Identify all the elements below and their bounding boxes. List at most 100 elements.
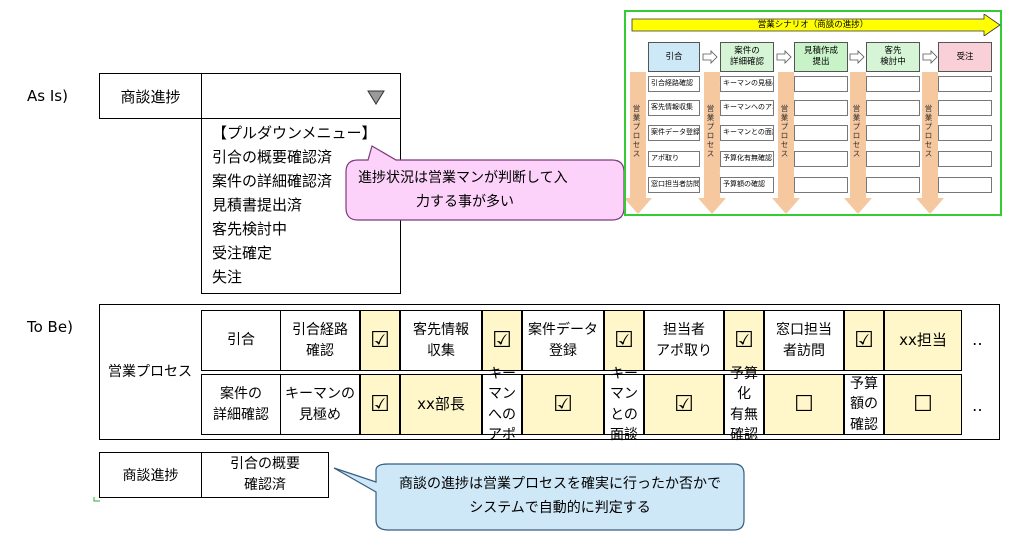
scenario-empty-item (866, 76, 920, 92)
tobe-callout-line2: システムで自動的に判定する (469, 500, 651, 516)
scenario-item: 予算額の確認 (720, 177, 774, 193)
checked-box-icon[interactable]: ☑ (360, 310, 400, 371)
menu-item-shitchu[interactable]: 失注 (212, 268, 243, 286)
process-task-cell: 担当者アポ取り (644, 310, 724, 371)
cell-line1: キーマン (488, 365, 516, 403)
cell-line1: 担当者 (663, 322, 705, 339)
cell-line2: 確認 (850, 416, 878, 433)
status-value-line2: 確認済 (244, 477, 286, 493)
tobe-process-label: 営業プロセス (108, 364, 192, 380)
process-task-cell: キーマンの見極め (280, 374, 360, 435)
menu-item-mitsumori[interactable]: 見積書提出済 (212, 196, 303, 214)
cell-line2: 見極め (299, 406, 341, 423)
cell-line2: 登録 (549, 342, 577, 359)
scenario-stage-shosai: 案件の詳細確認 (720, 42, 774, 72)
dropdown-label-cell: 商談進捗 (99, 73, 202, 119)
process-stage-cell: 案件の詳細確認 (201, 374, 281, 435)
process-stage-cell: 引合 (201, 310, 281, 371)
cell-line2: 有無確認 (730, 406, 758, 443)
scenario-item: 引合経路確認 (648, 76, 700, 92)
green-corner-mark-icon (93, 497, 100, 502)
cell-line1: 窓口担当 (776, 322, 832, 339)
scenario-stage-hikiai: 引合 (648, 42, 700, 72)
scenario-process-label: 営業プロセス (780, 104, 789, 158)
scenario-process-arrows (626, 72, 997, 214)
scenario-stage-mitsumori: 見積作成提出 (794, 42, 848, 72)
menu-item-gaiyo[interactable]: 引合の概要確認済 (212, 148, 333, 166)
process-task-cell: キーマンとの面談 (604, 366, 644, 443)
checked-box-icon[interactable]: ☑ (724, 310, 764, 371)
scenario-item: 客先情報収集 (648, 100, 700, 116)
checked-box-icon[interactable]: ☑ (482, 310, 522, 371)
cell-line1: 予算額の (850, 376, 878, 413)
row1-ellipsis: ‥ (972, 330, 984, 349)
tobe-label: To Be) (27, 318, 73, 336)
asis-callout-text: 進捗状況は営業マンが判断して入 力する事が多い (350, 166, 620, 214)
tobe-row-hikiai: 引合引合経路確認☑客先情報収集☑案件データ登録☑担当者アポ取り☑窓口担当者訪問☑… (201, 310, 963, 371)
unchecked-box-icon[interactable]: ☐ (884, 374, 962, 435)
scenario-empty-item (938, 125, 992, 141)
scenario-item: キーマンとの面談 (720, 125, 774, 141)
scenario-empty-item (938, 177, 992, 193)
scenario-empty-item (794, 151, 848, 167)
process-task-cell: 客先情報収集 (400, 310, 482, 371)
sales-scenario-image: 営業シナリオ（商談の進捗） 引合 案件の詳細確認 見積作成提出 客先検討中 受注 (624, 10, 1002, 216)
progress-dropdown[interactable] (201, 73, 401, 119)
process-task-cell: 予算額の確認 (844, 374, 884, 435)
scenario-item: キーマンの見極め (720, 76, 774, 92)
scenario-empty-item (866, 125, 920, 141)
checked-box-icon[interactable]: ☑ (604, 310, 644, 371)
cell-line1: xx部長 (417, 394, 465, 413)
scenario-empty-item (794, 177, 848, 193)
scenario-title: 営業シナリオ（商談の進捗） (757, 20, 869, 30)
scenario-item: アポ取り (648, 151, 700, 167)
asis-callout-line2: 力する事が多い (416, 194, 514, 210)
tobe-callout-text: 商談の進捗は営業プロセスを確実に行ったか否かで システムで自動的に判定する (376, 472, 744, 520)
checked-box-icon[interactable]: ☑ (522, 374, 604, 435)
scenario-empty-item (938, 100, 992, 116)
process-task-cell: xx部長 (400, 374, 482, 435)
menu-item-juchu[interactable]: 受注確定 (212, 244, 273, 262)
cell-line2: との面談 (610, 406, 638, 443)
menu-item-kento[interactable]: 客先検討中 (212, 220, 288, 238)
scenario-empty-item (794, 76, 848, 92)
tobe-callout-line1: 商談の進捗は営業プロセスを確実に行ったか否かで (399, 476, 721, 492)
asis-callout-line1: 進捗状況は営業マンが判断して入 (358, 170, 568, 186)
cell-line1: 予算化 (730, 365, 758, 403)
scenario-stage-kento: 客先検討中 (866, 42, 920, 72)
process-task-cell: 予算化有無確認 (724, 366, 764, 443)
process-task-cell: キーマンへのアポ (482, 366, 522, 443)
cell-line2: 収集 (427, 342, 455, 359)
cell-line2: アポ取り (656, 342, 712, 359)
scenario-process-label: 営業プロセス (632, 104, 641, 158)
scenario-stage-juchu: 受注 (938, 42, 992, 72)
dropdown-label: 商談進捗 (120, 87, 181, 106)
asis-label: As Is) (27, 87, 68, 105)
status-label-cell: 商談進捗 (99, 452, 202, 498)
scenario-empty-item (938, 76, 992, 92)
checked-box-icon[interactable]: ☑ (644, 374, 724, 435)
asis-callout-shape (345, 145, 625, 221)
scenario-next-arrow-icon (776, 50, 792, 64)
cell-line1: 引合 (227, 332, 255, 349)
process-task-cell: 窓口担当者訪問 (764, 310, 844, 371)
scenario-item: 窓口担当者訪問 (648, 177, 700, 193)
cell-line2: 確認 (306, 342, 334, 359)
scenario-empty-item (938, 151, 992, 167)
cell-line1: xx担当 (899, 330, 947, 349)
status-label: 商談進捗 (122, 468, 179, 484)
cell-line2: へのアポ (488, 406, 516, 443)
cell-line1: 客先情報 (413, 322, 469, 339)
scenario-next-arrow-icon (702, 50, 718, 64)
checked-box-icon[interactable]: ☑ (360, 374, 400, 435)
checked-box-icon[interactable]: ☑ (844, 310, 884, 371)
row2-ellipsis: ‥ (972, 396, 984, 415)
menu-title: 【プルダウンメニュー】 (212, 124, 377, 142)
process-task-cell: 案件データ登録 (522, 310, 604, 371)
menu-item-shosai[interactable]: 案件の詳細確認済 (212, 172, 333, 190)
scenario-item: 案件データ登録 (648, 125, 700, 141)
dropdown-triangle-icon[interactable] (367, 90, 385, 105)
cell-line1: キーマンの (285, 386, 355, 403)
status-value-cell: 引合の概要 確認済 (201, 452, 329, 498)
unchecked-box-icon[interactable]: ☐ (764, 374, 844, 435)
